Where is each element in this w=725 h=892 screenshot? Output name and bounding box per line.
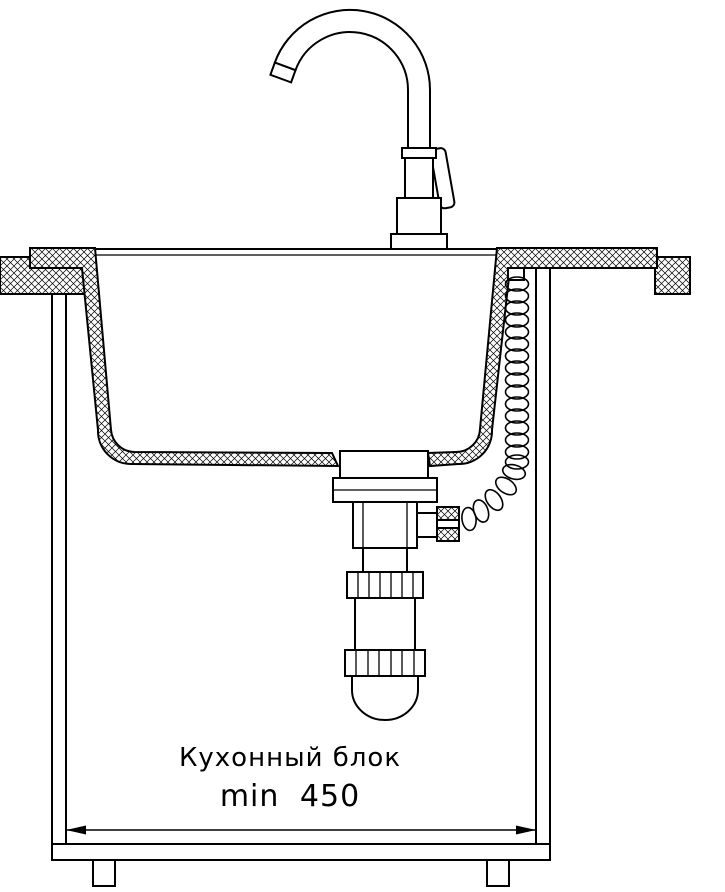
hose-coil-loop [504,444,530,460]
hose-coil-loop [504,384,530,400]
hose-coil-loop [504,312,530,328]
sink [29,247,658,468]
hose-coil-loop [504,408,530,424]
hose-coil-loop [504,324,530,340]
hose-coil-loop [484,488,504,512]
faucet-aerator [269,61,297,84]
dimension [66,825,536,835]
dimension-arrow-right [516,825,536,835]
drain-outlet-stub [416,512,438,538]
hose-coil-loop [504,396,530,412]
countertop-right-section [654,256,691,295]
hose-coil-loop [504,300,530,316]
drain-body-upper [339,450,429,479]
hose-coil-loop [504,288,530,304]
dimension-label: min 450 [220,779,360,814]
cabinet-leg-right [486,859,510,887]
siphon-coupling-lower [344,649,426,677]
cabinet [51,267,551,887]
hose-coil-loop [501,463,527,481]
drain-outlet-nut-top-section [436,506,460,521]
hose-coil-loop [494,476,518,496]
hose-coil-loop [504,276,530,292]
hose-coil-loop [504,454,530,470]
faucet-handle [429,147,456,210]
dimension-arrow-left [66,825,86,835]
drain-outlet-nut-bottom-section [436,527,460,542]
hose-coil-loop [504,336,530,352]
cabinet-label: Кухонный блок [179,743,401,773]
faucet-lower-body [396,197,442,235]
hose-coil-loop [504,432,530,448]
cabinet-leg-left [92,859,116,887]
cabinet-bottom-panel [51,843,551,861]
hose-coil-loop [504,360,530,376]
supply-hose [461,267,530,532]
drain-assembly [332,450,460,721]
sink-section-right [426,247,658,468]
siphon-body [354,597,416,651]
faucet-upper-body [404,157,434,199]
faucet-joint-ring [401,147,437,159]
sink-section-left [29,247,340,468]
drain-tee [352,501,418,549]
siphon-inlet-pipe [362,547,408,573]
faucet-base [390,233,448,250]
cabinet-left-wall [51,267,67,861]
cabinet-right-wall [535,267,551,861]
faucet-spout [273,8,431,157]
hose-coil-loop [504,420,530,436]
faucet [269,8,456,250]
hose-coil-loop [461,506,477,532]
hose-coil-loop [504,372,530,388]
siphon-cup [351,675,419,721]
hose-coil-loop [504,348,530,364]
